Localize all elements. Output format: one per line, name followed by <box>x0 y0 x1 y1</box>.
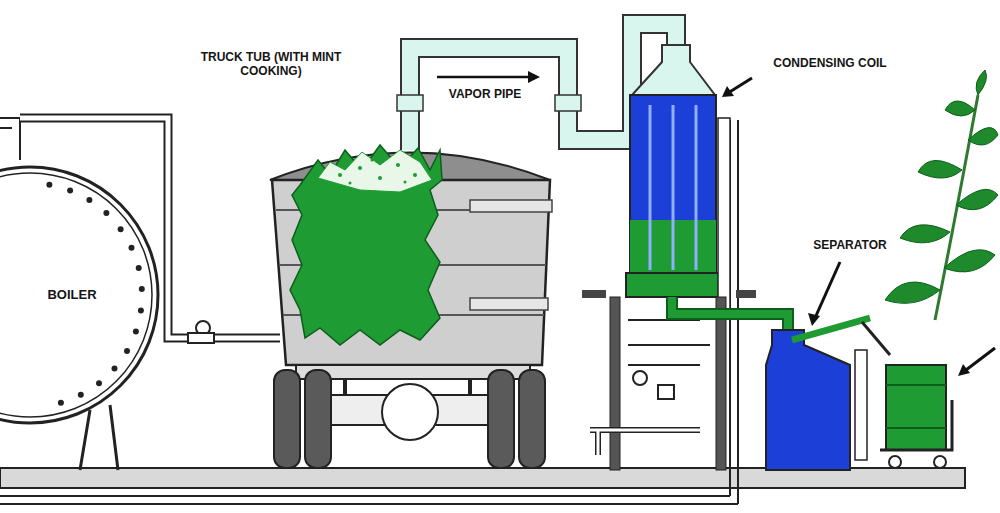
rivet <box>118 226 124 232</box>
rivet <box>78 392 84 398</box>
rivet <box>86 197 92 203</box>
part-label: VAPOR PIPE <box>430 87 540 101</box>
rivet <box>58 400 64 406</box>
rivet <box>139 286 145 292</box>
part-label: BOILER <box>32 288 112 302</box>
callout-label: SEPARATOR <box>800 238 900 252</box>
rivet <box>96 380 102 386</box>
callout-label: CONDENSING COIL <box>755 56 905 70</box>
rivet <box>124 348 130 354</box>
rivet <box>133 329 139 335</box>
rivet <box>67 187 73 193</box>
rivet <box>103 210 109 216</box>
rivet <box>138 308 144 314</box>
rivet <box>129 245 135 251</box>
rivet <box>46 182 52 188</box>
part-label: TRUCK TUB (WITH MINT COOKING) <box>187 50 355 78</box>
rivet <box>112 366 118 372</box>
rivet <box>136 265 142 271</box>
